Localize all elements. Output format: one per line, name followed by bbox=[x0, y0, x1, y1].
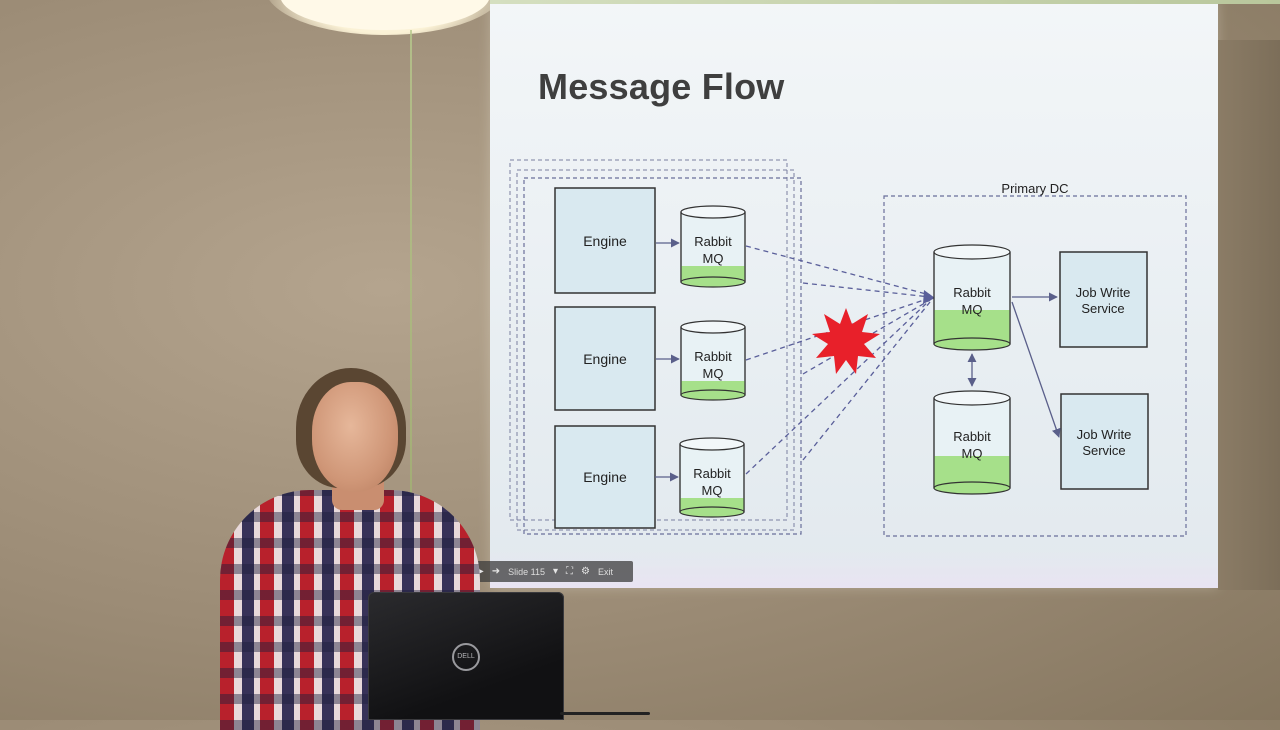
gear-icon[interactable]: ⚙ bbox=[581, 566, 590, 577]
primary-dc-label: Primary DC bbox=[1001, 181, 1068, 196]
rabbitmq-primary-bottom-line1: Rabbit bbox=[953, 429, 991, 444]
slide-title: Message Flow bbox=[538, 66, 785, 107]
job-write-service-1-line1: Job Write bbox=[1076, 285, 1131, 300]
screen-top-edge bbox=[490, 0, 1280, 4]
flow-arrowhead bbox=[923, 290, 935, 304]
rabbitmq-left-1-line1: Rabbit bbox=[694, 234, 732, 249]
job-write-service-1: Job Write Service bbox=[1059, 251, 1148, 348]
rabbitmq-left-2-line1: Rabbit bbox=[694, 349, 732, 364]
job-write-service-1-line2: Service bbox=[1081, 301, 1124, 316]
rabbitmq-left-3-line1: Rabbit bbox=[693, 466, 731, 481]
fullscreen-icon[interactable]: ⛶ bbox=[566, 566, 573, 577]
rabbitmq-primary-top-line2: MQ bbox=[962, 302, 983, 317]
region-back-2 bbox=[516, 169, 795, 531]
slideshow-toolbar: ▶ ➜ Slide 115 ▾ ⛶ ⚙ Exit bbox=[470, 561, 633, 582]
arrow-to-job-2 bbox=[1011, 301, 1061, 438]
engine-3-label: Engine bbox=[583, 469, 627, 485]
explosion-icon bbox=[812, 308, 880, 374]
engine-3: Engine bbox=[554, 425, 656, 529]
rabbitmq-left-2: Rabbit MQ bbox=[680, 320, 746, 401]
job-write-service-2: Job Write Service bbox=[1060, 393, 1149, 490]
screen-right-wall bbox=[1218, 40, 1280, 590]
rabbitmq-left-3: Rabbit MQ bbox=[679, 437, 745, 518]
laptop-logo: DELL bbox=[452, 643, 480, 671]
rabbitmq-left-1-line2: MQ bbox=[703, 251, 724, 266]
engine-2: Engine bbox=[554, 306, 656, 411]
engine-2-label: Engine bbox=[583, 351, 627, 367]
presenter-face bbox=[312, 382, 398, 492]
slide-number[interactable]: Slide 115 bbox=[508, 566, 545, 577]
region-front bbox=[523, 177, 802, 535]
chevron-down-icon[interactable]: ▾ bbox=[552, 566, 558, 577]
job-write-service-2-line1: Job Write bbox=[1077, 427, 1132, 442]
laser-line bbox=[410, 30, 412, 550]
rabbitmq-primary-bottom-line2: MQ bbox=[962, 446, 983, 461]
job-write-service-2-line2: Service bbox=[1082, 443, 1125, 458]
primary-dc-region bbox=[883, 195, 1187, 537]
rabbitmq-left-1: Rabbit MQ bbox=[680, 205, 746, 288]
laptop-cable bbox=[560, 712, 650, 715]
rabbitmq-primary-bottom: Rabbit MQ bbox=[933, 390, 1011, 495]
rabbitmq-primary-top: Rabbit MQ bbox=[933, 244, 1011, 351]
play-icon[interactable]: ▶ bbox=[476, 566, 484, 577]
rabbitmq-primary-top-line1: Rabbit bbox=[953, 285, 991, 300]
engine-1-label: Engine bbox=[583, 233, 627, 249]
exit-button[interactable]: Exit bbox=[597, 566, 613, 577]
rabbitmq-left-2-line2: MQ bbox=[703, 366, 724, 381]
region-back-1 bbox=[509, 159, 788, 521]
forward-icon[interactable]: ➜ bbox=[491, 566, 501, 577]
rabbitmq-left-3-line2: MQ bbox=[702, 483, 723, 498]
engine-1: Engine bbox=[554, 187, 656, 294]
